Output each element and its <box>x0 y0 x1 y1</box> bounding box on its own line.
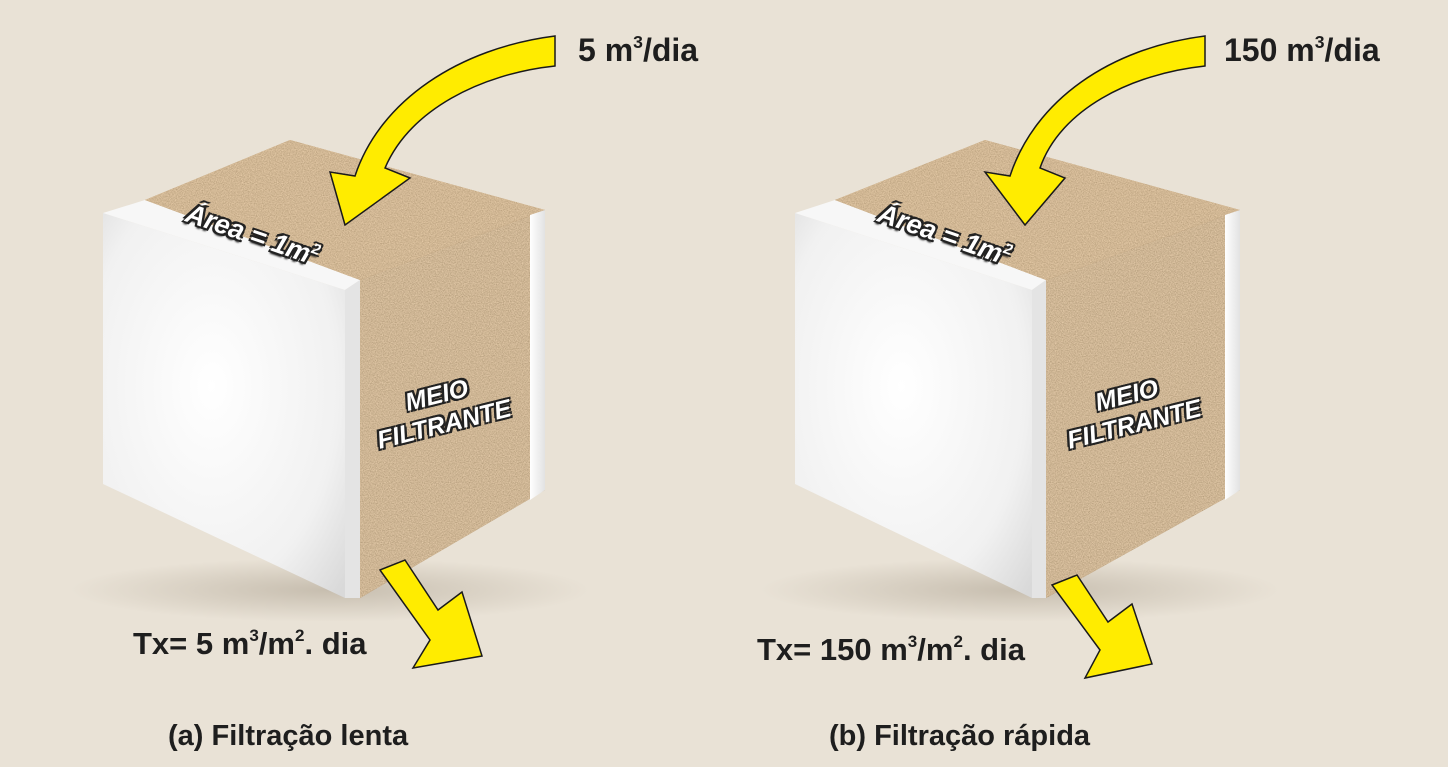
panel-a-outflow-arrow <box>378 559 483 670</box>
cube-back-edge <box>1225 210 1240 500</box>
panel-b-outflow-arrow <box>1050 574 1153 680</box>
panel-a-rate-label: Tx= 5 m3/m2. dia <box>133 626 367 661</box>
cube-white-face <box>103 213 345 598</box>
panel-b-inflow-label: 150 m3/dia <box>1224 31 1380 68</box>
cube-white-top-edge <box>795 200 1046 290</box>
panel-b-cube <box>760 140 1280 622</box>
panel-a-inflow-label: 5 m3/dia <box>578 31 699 68</box>
panel-b-rate-label: Tx= 150 m3/m2. dia <box>757 632 1025 667</box>
panel-a-cube <box>70 140 590 622</box>
panel-b-caption: (b) Filtração rápida <box>829 720 1091 752</box>
panel-b-inflow-arrow <box>983 35 1206 227</box>
panel-a-caption: (a) Filtração lenta <box>168 720 409 752</box>
cube-white-side-edge <box>1032 280 1046 598</box>
cube-back-edge <box>530 210 545 500</box>
cube-white-side-edge <box>345 280 360 598</box>
cube-white-face <box>795 213 1032 598</box>
panel-a-inflow-arrow <box>328 35 556 227</box>
cube-white-top-edge <box>103 200 360 290</box>
sand-side-texture <box>1046 210 1240 598</box>
sand-side-texture <box>360 210 545 598</box>
